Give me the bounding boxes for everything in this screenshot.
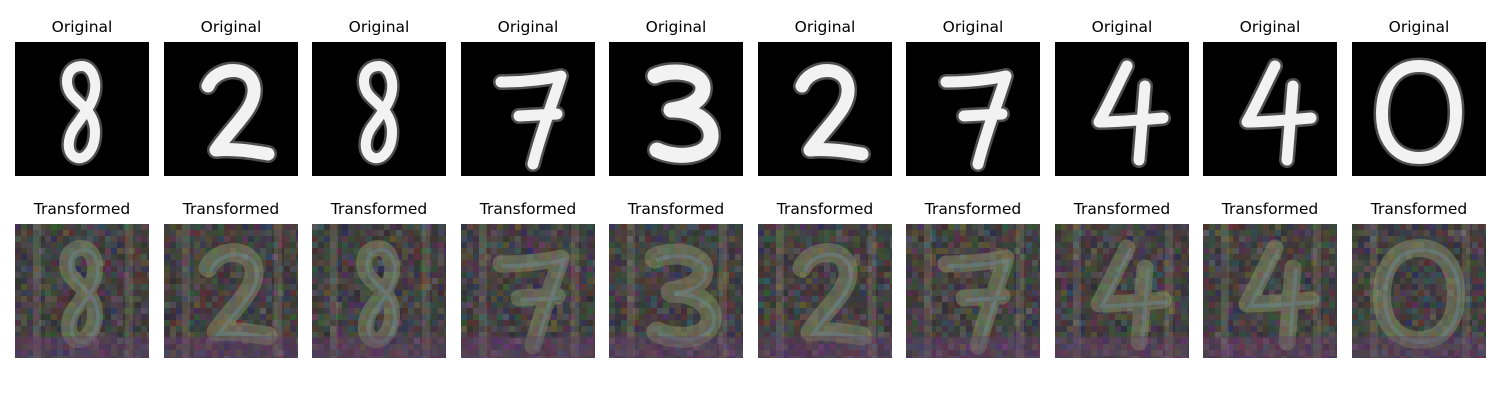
original-panel-3: Original: [312, 18, 446, 176]
original-panel-title: Original: [1091, 18, 1153, 36]
transformed-digit-image: [1203, 224, 1337, 358]
transformed-panel-7: Transformed: [906, 200, 1040, 358]
original-panel-title: Original: [51, 18, 113, 36]
original-panel-1: Original: [15, 18, 149, 176]
transformed-panel-title: Transformed: [1370, 200, 1468, 218]
original-panel-title: Original: [794, 18, 856, 36]
transformed-digit-image: [1055, 224, 1189, 358]
transformed-panel-title: Transformed: [924, 200, 1022, 218]
digit-image: [164, 42, 298, 176]
transformed-panel-6: Transformed: [758, 200, 892, 358]
original-panel-9: Original: [1203, 18, 1337, 176]
original-panel-6: Original: [758, 18, 892, 176]
transformed-panel-3: Transformed: [312, 200, 446, 358]
transformed-digit-image: [906, 224, 1040, 358]
digit-image: [758, 42, 892, 176]
transformed-digit-image: [758, 224, 892, 358]
original-panel-title: Original: [1388, 18, 1450, 36]
original-panel-5: Original: [609, 18, 743, 176]
transformed-digit-image: [461, 224, 595, 358]
transformed-panel-10: Transformed: [1352, 200, 1486, 358]
original-panel-title: Original: [497, 18, 559, 36]
transformed-panel-title: Transformed: [479, 200, 577, 218]
transformed-digit-image: [1352, 224, 1486, 358]
transformed-panel-8: Transformed: [1055, 200, 1189, 358]
transformed-panel-title: Transformed: [33, 200, 131, 218]
transformed-panel-1: Transformed: [15, 200, 149, 358]
original-panel-8: Original: [1055, 18, 1189, 176]
transformed-panel-2: Transformed: [164, 200, 298, 358]
digit-image: [1203, 42, 1337, 176]
original-panel-title: Original: [645, 18, 707, 36]
transformed-digit-image: [609, 224, 743, 358]
transformed-panel-title: Transformed: [330, 200, 428, 218]
digit-image: [609, 42, 743, 176]
transformed-panel-title: Transformed: [1221, 200, 1319, 218]
digit-image: [312, 42, 446, 176]
digit-image: [461, 42, 595, 176]
digit-image: [1055, 42, 1189, 176]
transformed-panel-title: Transformed: [776, 200, 874, 218]
original-panel-title: Original: [942, 18, 1004, 36]
original-panel-2: Original: [164, 18, 298, 176]
original-panel-title: Original: [1239, 18, 1301, 36]
digit-image: [15, 42, 149, 176]
transformed-digit-image: [15, 224, 149, 358]
original-panel-title: Original: [200, 18, 262, 36]
original-panel-title: Original: [348, 18, 410, 36]
original-panel-4: Original: [461, 18, 595, 176]
transformed-panel-title: Transformed: [182, 200, 280, 218]
transformed-digit-image: [312, 224, 446, 358]
transformed-panel-title: Transformed: [1073, 200, 1171, 218]
transformed-panel-4: Transformed: [461, 200, 595, 358]
original-panel-10: Original: [1352, 18, 1486, 176]
digit-image: [906, 42, 1040, 176]
transformed-digit-image: [164, 224, 298, 358]
transformed-panel-9: Transformed: [1203, 200, 1337, 358]
transformed-panel-5: Transformed: [609, 200, 743, 358]
original-panel-7: Original: [906, 18, 1040, 176]
digit-image: [1352, 42, 1486, 176]
transformed-panel-title: Transformed: [627, 200, 725, 218]
